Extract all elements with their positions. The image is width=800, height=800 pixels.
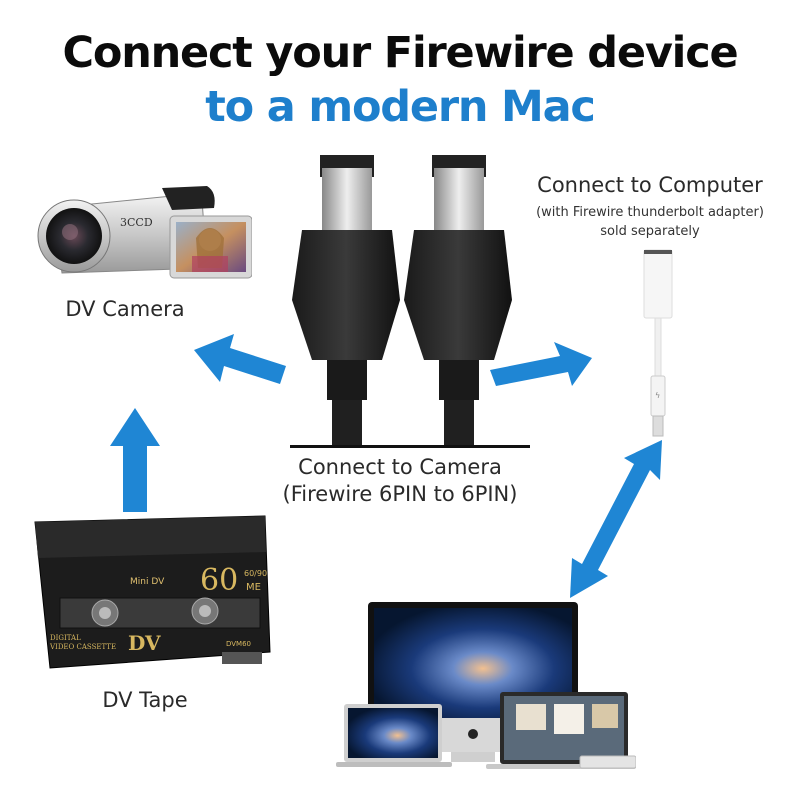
thunderbolt-icon: ϟ — [655, 391, 660, 400]
dv-camera-label: DV Camera — [65, 297, 185, 321]
firewire-6pin-label: (Firewire 6PIN to 6PIN) — [282, 482, 518, 506]
sold-separately-label: sold separately — [600, 224, 700, 239]
dv-tape-label: DV Tape — [102, 688, 188, 712]
arrow-double-diagonal-icon — [568, 440, 668, 600]
apple-logo-icon — [468, 729, 478, 739]
headline-line-2: to a modern Mac — [205, 82, 596, 132]
arrow-right-icon — [488, 334, 593, 390]
mac-devices-image — [336, 600, 636, 770]
svg-text:ME: ME — [246, 582, 261, 593]
svg-text:VIDEO CASSETTE: VIDEO CASSETTE — [49, 643, 116, 651]
svg-text:60/90: 60/90 — [244, 569, 267, 578]
thunderbolt-adapter-image: ϟ — [640, 248, 680, 444]
arrow-left-icon — [190, 330, 290, 390]
connect-to-computer-label: Connect to Computer — [537, 173, 763, 197]
arrow-up-icon — [110, 408, 160, 512]
headline-line-1: Connect your Firewire device — [62, 28, 739, 78]
connect-to-camera-label: Connect to Camera — [298, 455, 502, 479]
adapter-note-label: (with Firewire thunderbolt adapter) — [536, 205, 764, 220]
svg-text:DIGITAL: DIGITAL — [50, 634, 81, 642]
dv-tape-image: Mini DV 60 60/90 ME DIGITAL VIDEO CASSET… — [30, 512, 280, 670]
dv-camera-image: 3CCD — [22, 178, 252, 283]
svg-text:Mini DV: Mini DV — [130, 577, 165, 587]
svg-text:DV: DV — [128, 631, 161, 655]
svg-text:60: 60 — [200, 563, 238, 598]
firewire-cable-image — [282, 150, 532, 450]
svg-text:3CCD: 3CCD — [120, 216, 153, 229]
svg-text:DVM60: DVM60 — [226, 640, 251, 648]
